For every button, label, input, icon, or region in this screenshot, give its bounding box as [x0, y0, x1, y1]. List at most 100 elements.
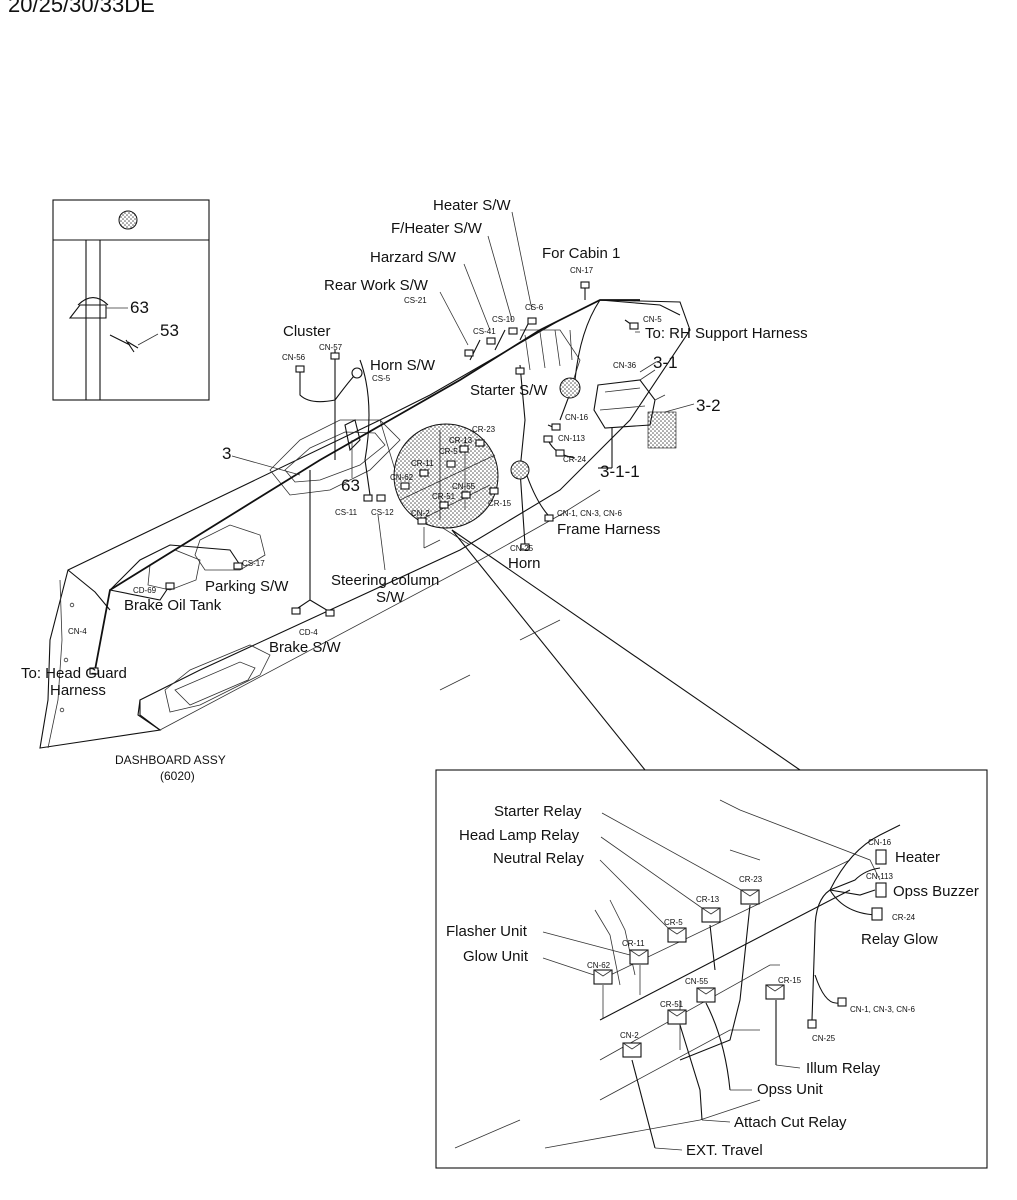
leader-lines — [231, 211, 801, 771]
detail-illum-relay: Illum Relay — [806, 1060, 881, 1077]
code-cn62: CN-62 — [390, 473, 414, 482]
label-head-guard-2: Harness — [50, 682, 106, 699]
starter-switch-shaded — [559, 377, 581, 399]
code-cs17: CS-17 — [242, 559, 265, 568]
detail-opss-buzzer: Opss Buzzer — [893, 883, 979, 900]
detail-code-cn62: CN-62 — [587, 961, 611, 970]
detail-code-cr11: CR-11 — [622, 939, 645, 948]
detail-glow-unit: Glow Unit — [463, 948, 529, 965]
detail-opss-unit: Opss Unit — [757, 1081, 824, 1098]
detail-code-cn1-3-6: CN-1, CN-3, CN-6 — [850, 1005, 915, 1014]
code-cs10: CS-10 — [492, 315, 515, 324]
part-3-2-shaded — [647, 411, 677, 449]
code-cs5: CS-5 — [372, 374, 391, 383]
label-steering-2: S/W — [376, 589, 405, 606]
detail-starter-relay: Starter Relay — [494, 803, 582, 820]
dashboard-title: DASHBOARD ASSY — [115, 753, 226, 767]
callout-3: 3 — [222, 444, 231, 463]
detail-attach-cut-relay: Attach Cut Relay — [734, 1114, 847, 1131]
detail-ext-travel: EXT. Travel — [686, 1142, 763, 1159]
code-cn1-3-6: CN-1, CN-3, CN-6 — [557, 509, 622, 518]
detail-heater: Heater — [895, 849, 940, 866]
code-cs41: CS-41 — [473, 327, 496, 336]
code-cs11: CS-11 — [335, 508, 358, 517]
label-brake-oil-tank: Brake Oil Tank — [124, 597, 222, 614]
label-horn-sw: Horn S/W — [370, 357, 436, 374]
callout-63: 63 — [341, 476, 360, 495]
detail-labels: Starter Relay Head Lamp Relay Neutral Re… — [446, 803, 979, 1159]
label-brake-sw: Brake S/W — [269, 639, 342, 656]
code-cn17: CN-17 — [570, 266, 594, 275]
code-cr11: CR-11 — [411, 459, 434, 468]
label-heater-sw: Heater S/W — [433, 197, 511, 214]
bolt-icon — [109, 334, 139, 353]
detail-flasher-unit: Flasher Unit — [446, 923, 528, 940]
label-starter-sw: Starter S/W — [470, 382, 548, 399]
detail-relay-glow: Relay Glow — [861, 931, 938, 948]
label-steering-1: Steering column — [331, 572, 439, 589]
detail-neutral-relay: Neutral Relay — [493, 850, 584, 867]
shaded-dot-icon — [118, 210, 138, 230]
part-callouts: 3 63 3-1 3-2 3-1-1 — [222, 353, 721, 495]
relay-cluster — [399, 430, 499, 525]
callout-3-1: 3-1 — [653, 353, 678, 372]
detail-leaders — [542, 812, 801, 1151]
code-cn36: CN-36 — [613, 361, 637, 370]
detail-connectors — [593, 849, 887, 1058]
code-cr24: CR-24 — [563, 455, 587, 464]
code-cs12: CS-12 — [371, 508, 394, 517]
detail-code-cn55: CN-55 — [685, 977, 709, 986]
detail-code-cr5: CR-5 — [664, 918, 683, 927]
code-cr15: CR-15 — [488, 499, 512, 508]
label-frame-harness: Frame Harness — [557, 521, 660, 538]
clamp-icon — [68, 304, 107, 319]
detail-codes: CN-16 CN-113 CR-24 CR-23 CR-13 CR-5 CR-1… — [587, 838, 916, 1043]
relay-area-shaded — [393, 423, 499, 529]
code-cr23: CR-23 — [472, 425, 496, 434]
dashboard-outline — [39, 299, 691, 749]
callout-3-2: 3-2 — [696, 396, 721, 415]
code-cn57: CN-57 — [319, 343, 343, 352]
code-cn55: CN-55 — [452, 482, 476, 491]
code-cn16: CN-16 — [565, 413, 589, 422]
label-f-heater-sw: F/Heater S/W — [391, 220, 483, 237]
code-cs6: CS-6 — [525, 303, 544, 312]
code-cd69: CD-69 — [133, 586, 157, 595]
code-cd4: CD-4 — [299, 628, 318, 637]
detail-code-cn2: CN-2 — [620, 1031, 639, 1040]
main-labels: Heater S/W F/Heater S/W Harzard S/W For … — [21, 197, 808, 783]
label-head-guard-1: To: Head Guard — [21, 665, 127, 682]
detail-code-cr13: CR-13 — [696, 895, 720, 904]
connectors-dashboard — [89, 281, 639, 675]
label-hazard-sw: Harzard S/W — [370, 249, 457, 266]
detail-code-cr23: CR-23 — [739, 875, 763, 884]
label-cluster: Cluster — [283, 323, 331, 340]
dashboard-code: (6020) — [160, 769, 195, 783]
detail-code-cn25: CN-25 — [812, 1034, 836, 1043]
code-cr13: CR-13 — [449, 436, 473, 445]
code-cn5: CN-5 — [643, 315, 662, 324]
code-cn113: CN-113 — [558, 434, 586, 443]
detail-code-cr24: CR-24 — [892, 913, 916, 922]
detail-head-lamp-relay: Head Lamp Relay — [459, 827, 580, 844]
detail-code-cn16: CN-16 — [868, 838, 892, 847]
connector-codes-main: CN-17 CS-6 CS-10 CS-41 CS-21 CN-5 CN-56 … — [68, 266, 662, 637]
code-cr5: CR-5 — [439, 447, 458, 456]
code-cn25: CN-25 — [510, 544, 534, 553]
label-for-cabin: For Cabin 1 — [542, 245, 620, 262]
clamp-63-icon — [344, 419, 361, 452]
horn-shaded — [510, 460, 530, 480]
code-cn4: CN-4 — [68, 627, 87, 636]
module-3-1 — [593, 361, 695, 469]
detail-code-cn113: CN-113 — [866, 872, 894, 881]
code-cn56: CN-56 — [282, 353, 306, 362]
label-rh-support: To: RH Support Harness — [645, 325, 808, 342]
detail-code-cr51: CR-51 — [660, 1000, 684, 1009]
inset-callout-53: 53 — [160, 321, 179, 340]
label-horn: Horn — [508, 555, 541, 572]
callout-3-1-1: 3-1-1 — [600, 462, 640, 481]
label-rear-work-sw: Rear Work S/W — [324, 277, 429, 294]
inset-box: 63 53 — [52, 199, 210, 401]
inset-callout-63: 63 — [130, 298, 149, 317]
code-cr51: CR-51 — [432, 492, 456, 501]
